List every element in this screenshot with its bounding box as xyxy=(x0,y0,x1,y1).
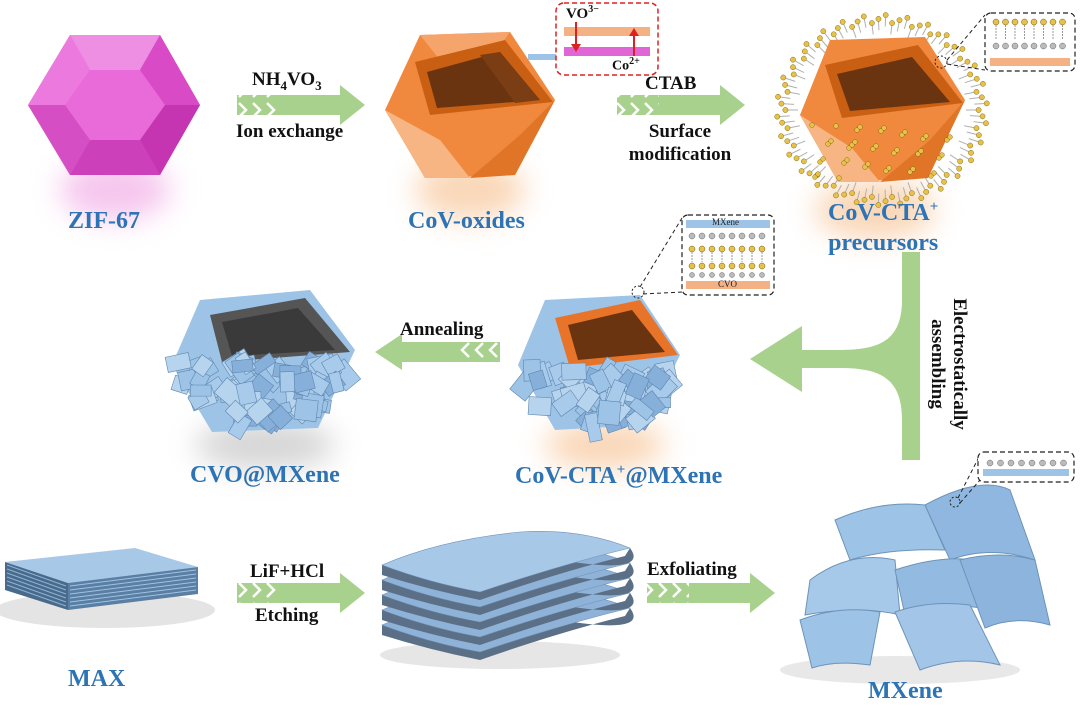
nh4vo3-reagent: NH4VO3 xyxy=(252,69,322,93)
annealing-step: Annealing xyxy=(400,319,484,340)
layered-sheets xyxy=(380,531,634,669)
max-block xyxy=(0,548,215,628)
surface-modification-arrow xyxy=(617,85,745,125)
ion-exchange-inset xyxy=(555,2,659,76)
precursor-zoom-circle xyxy=(934,55,948,69)
cov-oxide-particle xyxy=(385,32,555,178)
mxene-label: MXene xyxy=(868,678,943,704)
ion-exchange-arrow xyxy=(237,85,365,125)
mxene-flakes xyxy=(780,484,1051,684)
inset-cvo-text: CVO xyxy=(718,279,738,289)
ion-exchange-step: Ion exchange xyxy=(236,121,344,142)
electrostatic-assembly-arrow xyxy=(750,252,920,460)
cvo-mxene-particle xyxy=(164,290,362,441)
co2-ion-label: Co2+ xyxy=(612,56,640,74)
lif-hcl-reagent: LiF+HCl xyxy=(250,561,325,582)
mxene-surface-inset xyxy=(977,451,1075,483)
etching-step: Etching xyxy=(255,605,319,626)
cov-cta-precursor-particle xyxy=(774,12,990,208)
cov-cta-mxene-particle xyxy=(509,295,683,443)
exfoliating-arrow xyxy=(647,573,775,613)
vo3-ion-label: VO3− xyxy=(566,4,599,22)
cov-oxides-label: CoV-oxides xyxy=(408,208,525,234)
zif67-label: ZIF-67 xyxy=(68,208,140,234)
mxene-cvo-inset xyxy=(681,214,775,296)
annealing-arrow xyxy=(375,334,500,370)
cvo-mxene-label: CVO@MXene xyxy=(190,462,340,488)
precursor-glow xyxy=(815,180,935,240)
etching-arrow xyxy=(237,573,365,613)
zif67-particle xyxy=(28,35,200,175)
cov-cta-precursors-label: CoV-CTA+ precursors xyxy=(828,199,939,256)
inset-mxene-text: MXene xyxy=(712,217,739,227)
ctab-reagent: CTAB xyxy=(645,73,697,94)
max-label: MAX xyxy=(68,666,126,692)
cov-cta-mxene-label: CoV-CTA+@MXene xyxy=(515,462,723,489)
exfoliating-step: Exfoliating xyxy=(647,559,737,580)
cta-layer-inset xyxy=(984,12,1076,72)
